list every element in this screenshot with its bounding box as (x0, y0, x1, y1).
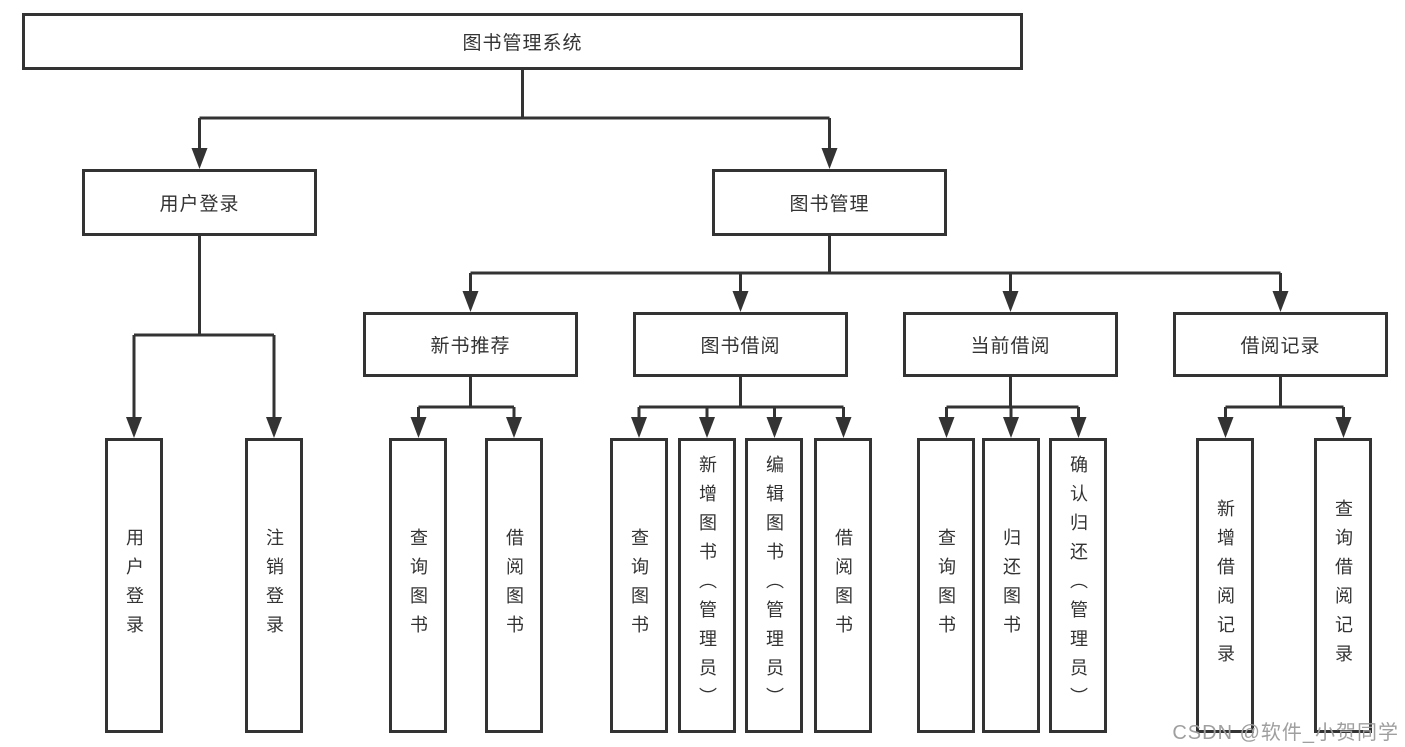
leaf-add-books-admin: 新增图书（管理员） (678, 438, 736, 733)
node-book-management: 图书管理 (712, 169, 947, 236)
node-book-borrowing: 图书借阅 (633, 312, 848, 377)
leaf-edit-books-admin: 编辑图书（管理员） (745, 438, 803, 733)
node-user-login: 用户登录 (82, 169, 317, 236)
node-root-system: 图书管理系统 (22, 13, 1023, 70)
leaf-borrow-books: 借阅图书 (814, 438, 872, 733)
leaf-borrow-books-recommend: 借阅图书 (485, 438, 543, 733)
leaf-query-books-recommend: 查询图书 (389, 438, 447, 733)
leaf-query-books-current: 查询图书 (917, 438, 975, 733)
leaf-query-borrow-record: 查询借阅记录 (1314, 438, 1372, 733)
leaf-add-borrow-record: 新增借阅记录 (1196, 438, 1254, 733)
leaf-user-login: 用户登录 (105, 438, 163, 733)
node-new-book-recommend: 新书推荐 (363, 312, 578, 377)
csdn-watermark: CSDN @软件_小贺同学 (1172, 722, 1399, 744)
leaf-confirm-return-admin: 确认归还（管理员） (1049, 438, 1107, 733)
leaf-return-books: 归还图书 (982, 438, 1040, 733)
leaf-logout: 注销登录 (245, 438, 303, 733)
node-borrow-records: 借阅记录 (1173, 312, 1388, 377)
arrowheads (126, 148, 1352, 438)
leaf-query-books-borrowing: 查询图书 (610, 438, 668, 733)
node-current-borrowing: 当前借阅 (903, 312, 1118, 377)
